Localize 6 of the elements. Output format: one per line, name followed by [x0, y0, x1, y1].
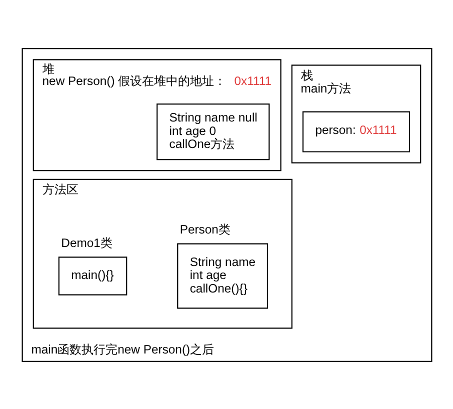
node-box: String name int age callOne(){} — [176, 242, 268, 308]
node-box: person: 0x1111 — [302, 110, 410, 152]
node-label: Demo1类 — [60, 235, 112, 250]
node-label: Person类 — [179, 222, 230, 236]
node-box: String name null int age 0 callOne方法 — [156, 103, 270, 160]
node-box: main(){} — [58, 256, 127, 295]
